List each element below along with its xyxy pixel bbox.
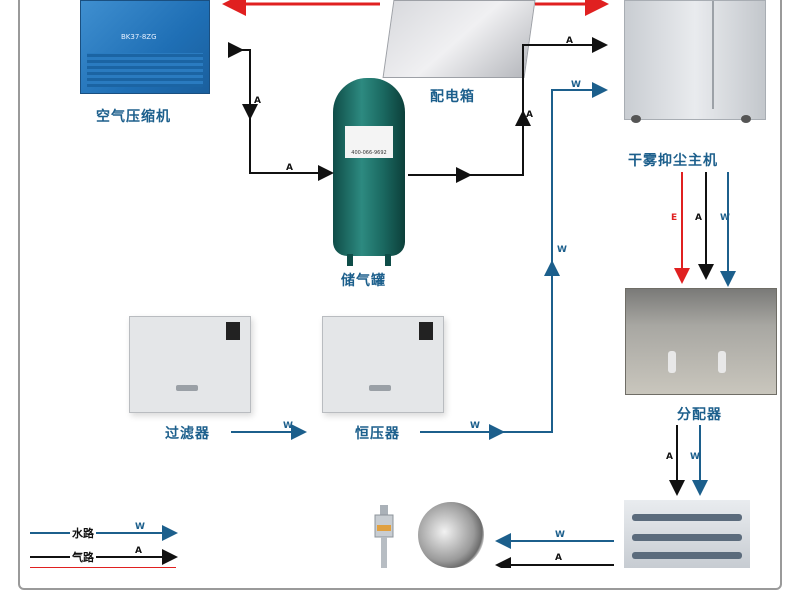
tag-air: A	[254, 96, 261, 106]
label-filter: 过滤器	[165, 426, 210, 442]
tag-air: A	[695, 213, 702, 223]
air-line-compressor-tank	[231, 49, 334, 181]
distributor-image	[625, 288, 777, 395]
air-line-tank-main	[408, 37, 608, 176]
cabinet-wheel	[741, 115, 751, 123]
tank-sticker: 400-066-9692	[345, 126, 393, 158]
stabilizer-handle	[369, 385, 391, 391]
label-control-box: 配电箱	[430, 89, 475, 105]
cabinet-wheel	[631, 115, 641, 123]
legend-water-tag: W	[135, 522, 145, 532]
water-line-stabilizer-main	[420, 82, 608, 433]
legend-water-label: 水路	[70, 525, 96, 541]
distributor-outlet	[718, 351, 726, 373]
air-tank-image: 400-066-9692	[333, 78, 405, 266]
cabinet-door-seam	[712, 1, 714, 109]
label-air-compressor: 空气压缩机	[96, 109, 171, 125]
tank-leg	[347, 254, 353, 266]
compressor-grille	[87, 53, 203, 87]
main-unit-image	[624, 0, 766, 123]
tag-water: W	[555, 530, 565, 540]
tag-air: A	[526, 110, 533, 120]
legend-air-label: 气路	[70, 549, 96, 565]
air-compressor-image: BK37-8ZG	[80, 0, 210, 94]
filter-image	[129, 316, 251, 413]
nozzle-bar	[632, 514, 742, 521]
stabilizer-display	[419, 322, 433, 340]
flow-lines	[30, 0, 736, 568]
tag-water: W	[470, 421, 480, 431]
tag-water: W	[690, 452, 700, 462]
tag-electric: E	[671, 213, 678, 223]
distributor-outlet	[668, 351, 676, 373]
tag-water: W	[720, 213, 730, 223]
label-air-tank: 储气罐	[341, 273, 386, 289]
filter-handle	[176, 385, 198, 391]
tag-air: A	[666, 452, 673, 462]
tag-air: A	[286, 163, 293, 173]
label-main-unit: 干雾抑尘主机	[628, 153, 718, 169]
nozzle-bar	[632, 552, 742, 559]
nozzle-rack-image	[624, 500, 750, 568]
tag-air: A	[566, 36, 573, 46]
tag-water: W	[571, 80, 581, 90]
nozzle-image	[374, 505, 394, 568]
legend-air-tag: A	[135, 546, 142, 556]
tag-air: A	[555, 553, 562, 563]
tag-water: W	[283, 421, 293, 431]
tank-phone-text: 400-066-9692	[351, 150, 387, 156]
tag-water: W	[557, 245, 567, 255]
label-distributor: 分配器	[677, 407, 722, 423]
nozzle-disk-image	[418, 502, 484, 568]
filter-display	[226, 322, 240, 340]
nozzle-bar	[632, 534, 742, 541]
label-stabilizer: 恒压器	[355, 426, 400, 442]
compressor-model-text: BK37-8ZG	[121, 33, 157, 41]
tank-leg	[385, 254, 391, 266]
stabilizer-image	[322, 316, 444, 413]
